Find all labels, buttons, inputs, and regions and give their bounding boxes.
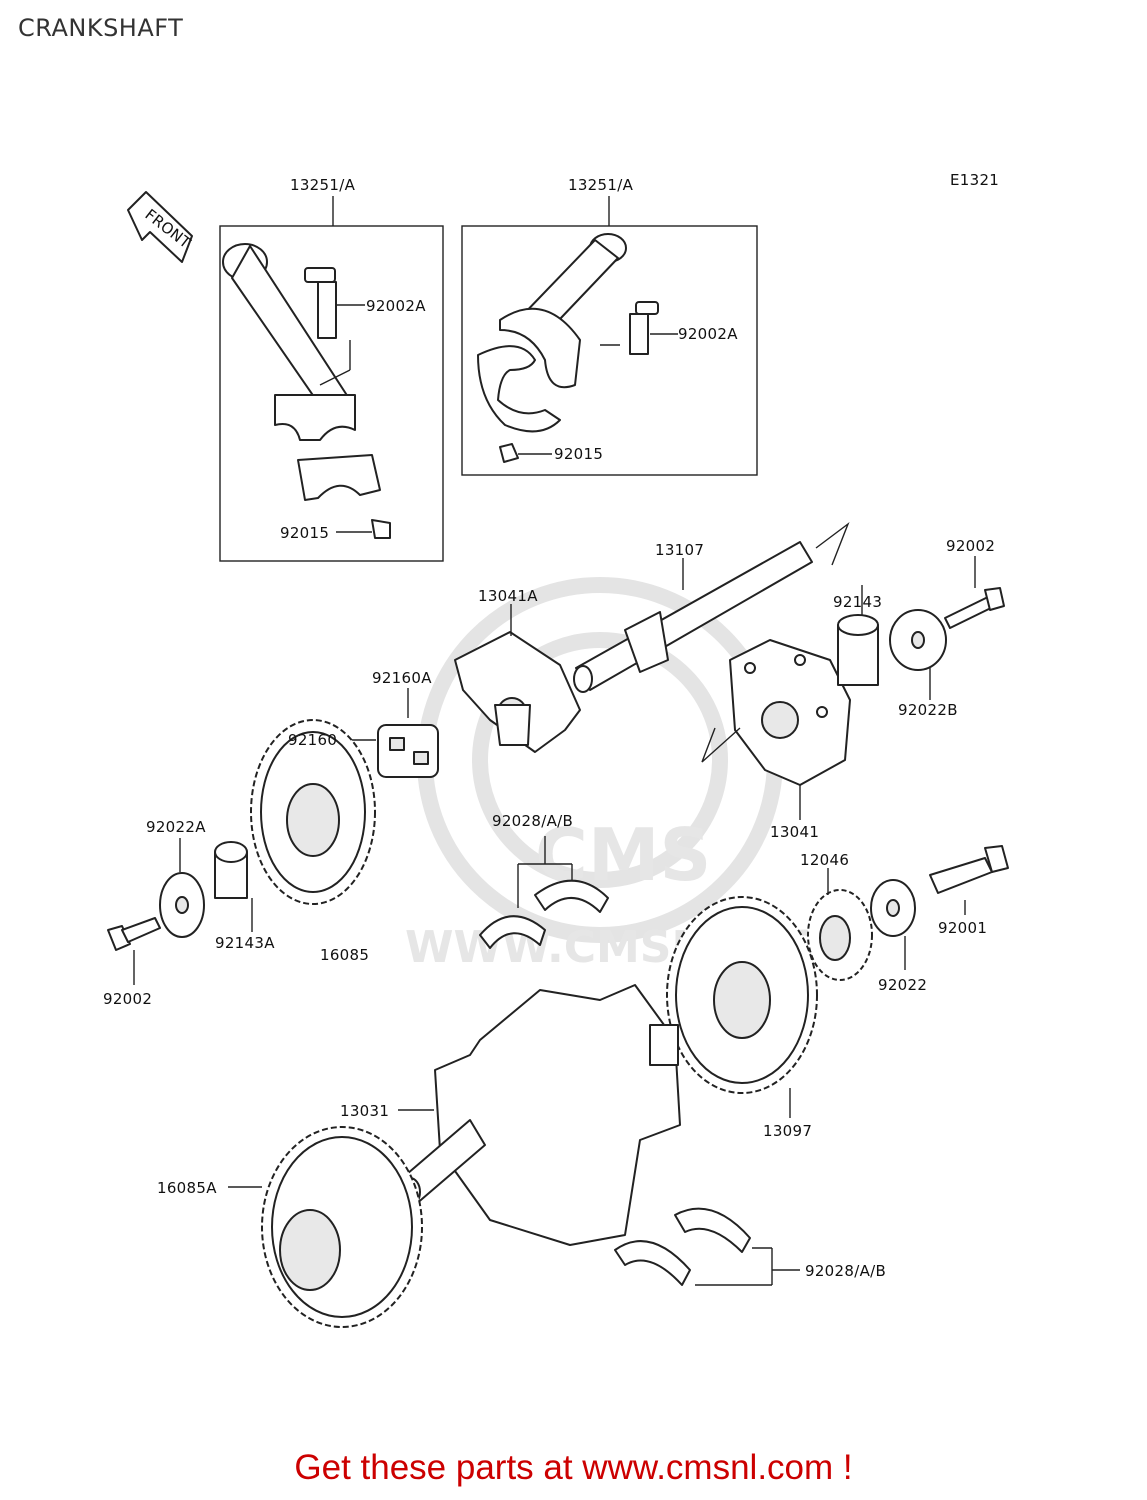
gear-16085 xyxy=(250,719,376,905)
connecting-rod-right xyxy=(477,233,659,463)
callout-labels: 13251/A 13251/A 92002A 92002A 92015 9201… xyxy=(103,176,995,1280)
washer-92022a xyxy=(159,872,205,938)
callout-92022: 92022 xyxy=(878,976,927,994)
gear-12046 xyxy=(807,889,873,981)
spacer-92143 xyxy=(837,614,879,686)
page-title: CRANKSHAFT xyxy=(18,14,184,42)
callout-92160a: 92160A xyxy=(372,669,432,687)
callout-13041a: 13041A xyxy=(478,587,538,605)
bolt-92002-left xyxy=(107,917,161,951)
callout-92002a-right: 92002A xyxy=(678,325,738,343)
callout-92143: 92143 xyxy=(833,593,882,611)
washer-92022b xyxy=(889,609,947,671)
gear-13097 xyxy=(666,896,818,1094)
bearing-shells-upper xyxy=(479,879,609,949)
callout-92022b: 92022B xyxy=(898,701,958,719)
callout-92002-bottom: 92002 xyxy=(103,990,152,1008)
callout-92160: 92160 xyxy=(288,731,337,749)
conrod-group-box-left xyxy=(219,225,444,562)
footer-link-text[interactable]: Get these parts at www.cmsnl.com ! xyxy=(294,1448,853,1487)
callout-16085: 16085 xyxy=(320,946,369,964)
callout-12046: 12046 xyxy=(800,851,849,869)
crankshaft-body xyxy=(399,984,681,1246)
callout-13251a-right: 13251/A xyxy=(568,176,634,194)
front-arrow: FRONT xyxy=(127,191,195,263)
gear-16085a xyxy=(261,1126,423,1328)
callout-13251a-left: 13251/A xyxy=(290,176,356,194)
washer-92022 xyxy=(870,879,916,937)
callout-16085a: 16085A xyxy=(157,1179,217,1197)
callout-92015-right: 92015 xyxy=(554,445,603,463)
callout-13041: 13041 xyxy=(770,823,819,841)
callout-92143a: 92143A xyxy=(215,934,275,952)
diagram-code: E1321 xyxy=(950,171,999,189)
callout-92015-left: 92015 xyxy=(280,524,329,542)
coupling-hub-lower xyxy=(729,639,851,786)
collar-92143a xyxy=(214,841,248,899)
callout-13107: 13107 xyxy=(655,541,704,559)
coupling-hub-upper xyxy=(454,631,581,753)
callout-92028ab-upper: 92028/A/B xyxy=(492,812,573,830)
connecting-rod-left xyxy=(222,243,391,539)
callout-92001: 92001 xyxy=(938,919,987,937)
damper-rubber xyxy=(377,724,439,778)
callout-13097: 13097 xyxy=(763,1122,812,1140)
bearing-shells-lower xyxy=(614,1207,751,1286)
callout-92022a: 92022A xyxy=(146,818,206,836)
bolt-92001 xyxy=(929,845,1009,894)
callout-13031: 13031 xyxy=(340,1102,389,1120)
callout-92002a-left: 92002A xyxy=(366,297,426,315)
bolt-92002-right xyxy=(944,587,1005,629)
callout-92002-top: 92002 xyxy=(946,537,995,555)
callout-92028ab-lower: 92028/A/B xyxy=(805,1262,886,1280)
balancer-shaft xyxy=(573,541,813,693)
